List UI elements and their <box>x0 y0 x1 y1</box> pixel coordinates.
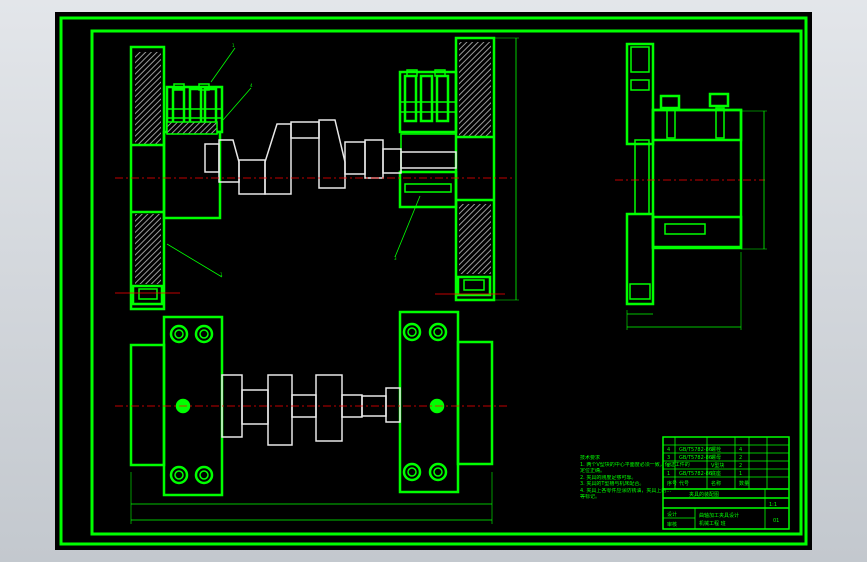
drawing-title: 夹具的装配图 <box>689 491 719 498</box>
part-4-code: GB/T5782-86 <box>679 447 712 453</box>
sheet-number: 01 <box>773 518 779 524</box>
part-3-name: 螺母 <box>711 454 721 461</box>
header-name: 名称 <box>711 480 721 487</box>
signer-2: 审核 <box>667 521 677 528</box>
outer-frame <box>59 16 808 546</box>
part-1-name: 底座 <box>711 470 721 477</box>
drawing-sheet: 1 4 1 3 <box>55 12 812 550</box>
balloon-2: 4 <box>250 83 253 88</box>
technical-requirements: 技术要求 1. 两个V型块的中心平面度必须一致，保证工件的 定位正确。 2. 夹… <box>580 455 720 501</box>
header-code: 代号 <box>679 480 689 487</box>
part-4-no: 4 <box>667 447 670 453</box>
top-view <box>115 310 510 524</box>
inner-frame <box>90 29 803 536</box>
header-qty: 数量 <box>739 480 749 487</box>
side-view <box>615 42 767 330</box>
part-1-no: 1 <box>667 471 670 477</box>
school-line-1: 曲轴加工夹具设计 <box>699 512 739 519</box>
notes-heading: 技术要求 <box>580 455 601 461</box>
notes-line-3: 2. 夹具的刚度足够可靠。 <box>580 474 637 481</box>
header-no: 序号 <box>667 480 677 487</box>
title-block <box>662 436 790 530</box>
signer-1: 设计 <box>667 511 677 518</box>
part-2-qty: 2 <box>739 463 742 469</box>
part-3-no: 3 <box>667 455 670 461</box>
notes-line-1: 1. 两个V型块的中心平面度必须一致，保证工件的 <box>580 461 690 468</box>
front-view <box>115 36 519 311</box>
notes-line-2: 定位正确。 <box>580 468 606 474</box>
balloon-3: 1 <box>220 272 223 277</box>
part-4-qty: 4 <box>739 447 742 453</box>
part-2-name: V型块 <box>711 462 724 469</box>
notes-line-6: 等标记。 <box>580 494 601 500</box>
cad-drawing: 1 4 1 3 <box>59 16 808 546</box>
part-3-code: GB/T5782-86 <box>679 455 712 461</box>
notes-line-4: 3. 夹具的T型槽与机床配合。 <box>580 481 645 487</box>
part-2-no: 2 <box>667 463 670 469</box>
balloon-1: 1 <box>232 43 235 48</box>
scale: 1:1 <box>769 502 777 508</box>
notes-line-5: 4. 夹具上各零件应涂防锈油，夹具上的... <box>580 487 672 494</box>
school-line-2: 机械工程 班 <box>699 520 726 527</box>
part-4-name: 螺栓 <box>711 446 721 453</box>
part-3-qty: 2 <box>739 455 742 461</box>
part-1-qty: 1 <box>739 471 742 477</box>
balloon-4: 3 <box>394 256 397 261</box>
part-1-code: GB/T5782-86 <box>679 471 712 477</box>
